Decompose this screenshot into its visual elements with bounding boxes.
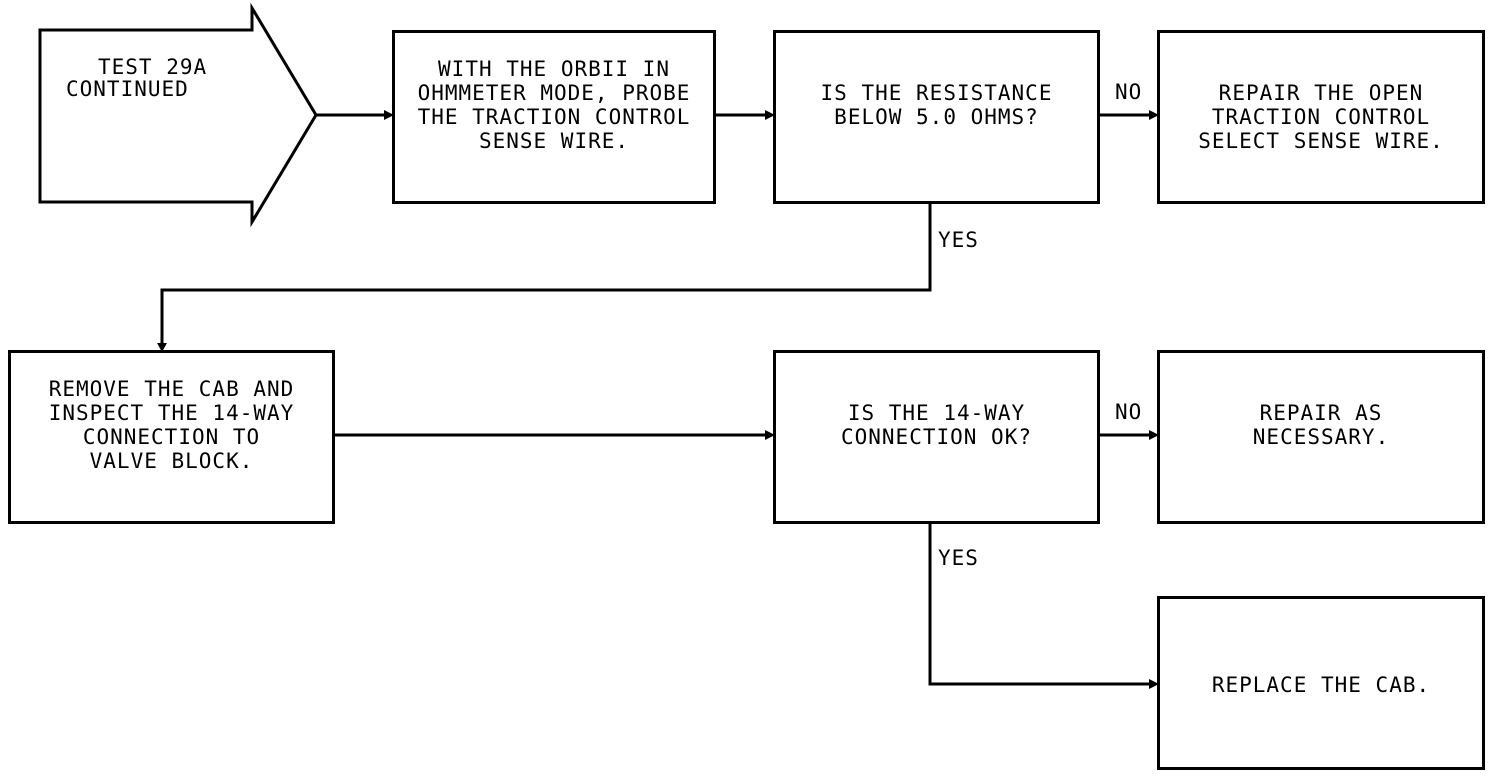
probe-line-1: WITH THE ORBII IN xyxy=(438,57,670,81)
resistance-line-2: BELOW 5.0 OHMS? xyxy=(834,105,1039,129)
start-arrow-shape xyxy=(38,2,318,228)
connector-yes-1 xyxy=(160,204,932,346)
arrowhead-replace-cab xyxy=(1149,679,1159,689)
probe-line-4: SENSE WIRE. xyxy=(478,129,630,153)
connection-line-2: CONNECTION OK? xyxy=(840,425,1032,449)
label-no-1: NO xyxy=(1115,80,1143,104)
connection-line-1: IS THE 14-WAY xyxy=(847,401,1026,425)
start-line-2: CONTINUED xyxy=(66,77,189,101)
label-no-2: NO xyxy=(1115,400,1143,424)
start-label: TEST 29A CONTINUED xyxy=(66,56,207,100)
repair-open-line-2: TRACTION CONTROL xyxy=(1211,105,1431,129)
connection-question-box: IS THE 14-WAY CONNECTION OK? xyxy=(773,350,1100,524)
replace-cab-line-1: REPLACE THE CAB. xyxy=(1211,673,1431,697)
label-yes-2: YES xyxy=(938,546,979,570)
repair-open-line-1: REPAIR THE OPEN xyxy=(1218,81,1424,105)
arrowhead-repair-necessary xyxy=(1149,430,1159,440)
arrowhead-question-1 xyxy=(765,110,775,120)
resistance-line-1: IS THE RESISTANCE xyxy=(820,81,1053,105)
probe-line-3: THE TRACTION CONTROL xyxy=(417,105,691,129)
label-yes-1: YES xyxy=(938,228,979,252)
remove-cab-line-2: INSPECT THE 14-WAY xyxy=(48,401,295,425)
start-line-1: TEST 29A xyxy=(98,55,208,79)
probe-line-2: OHMMETER MODE, PROBE xyxy=(417,81,691,105)
repair-open-line-3: SELECT SENSE WIRE. xyxy=(1198,129,1444,153)
arrowhead-question-2 xyxy=(765,430,775,440)
connector-yes-2 xyxy=(928,523,1152,686)
repair-open-wire-box: REPAIR THE OPEN TRACTION CONTROL SELECT … xyxy=(1157,30,1485,204)
repair-necessary-box: REPAIR AS NECESSARY. xyxy=(1157,350,1485,524)
probe-step-box: WITH THE ORBII IN OHMMETER MODE, PROBE T… xyxy=(392,30,716,204)
arrowhead-probe xyxy=(384,110,394,120)
repair-necessary-line-2: NECESSARY. xyxy=(1252,425,1390,449)
replace-cab-box: REPLACE THE CAB. xyxy=(1157,596,1485,770)
remove-cab-line-3: CONNECTION TO xyxy=(82,425,261,449)
remove-cab-line-1: REMOVE THE CAB AND xyxy=(48,377,295,401)
arrowhead-repair-open xyxy=(1149,110,1159,120)
remove-cab-line-4: VALVE BLOCK. xyxy=(89,449,254,473)
remove-cab-box: REMOVE THE CAB AND INSPECT THE 14-WAY CO… xyxy=(8,350,335,524)
arrowhead-remove-cab xyxy=(157,343,167,352)
resistance-question-box: IS THE RESISTANCE BELOW 5.0 OHMS? xyxy=(773,30,1100,204)
repair-necessary-line-1: REPAIR AS xyxy=(1259,401,1383,425)
